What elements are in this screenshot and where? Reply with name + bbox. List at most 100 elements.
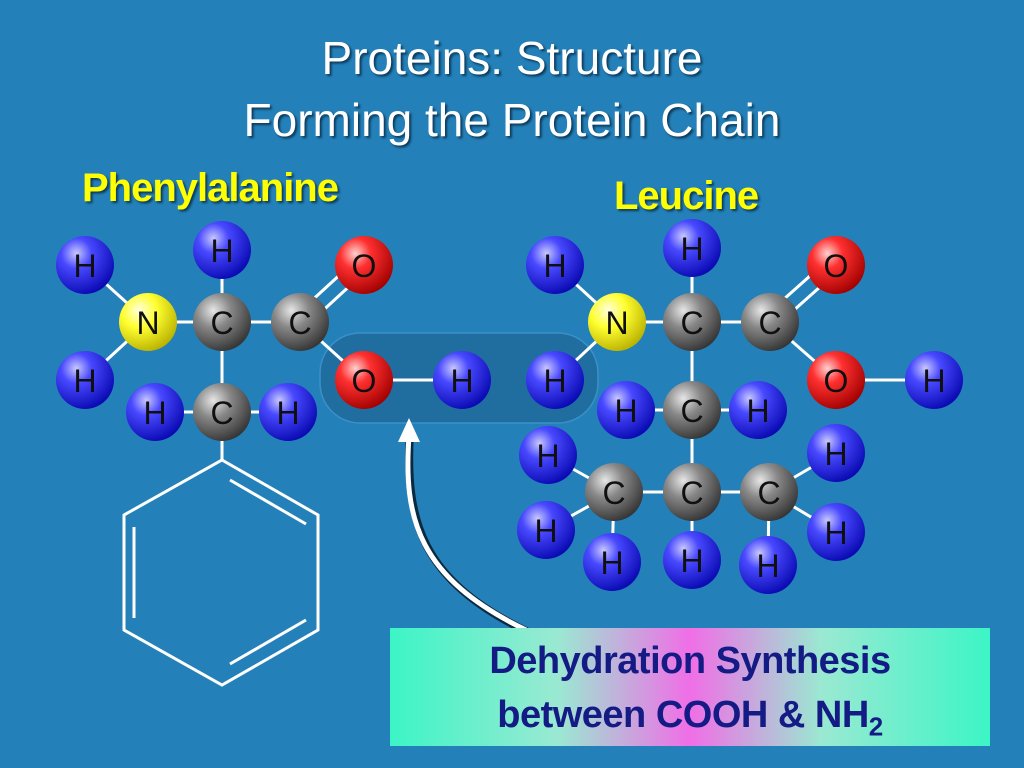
atom-label: C [680,305,703,341]
atom-label: O [352,363,377,399]
atom-sphere [519,426,577,484]
atom-label: H [543,363,566,399]
atom-label: H [450,363,473,399]
atom-label: H [922,363,945,399]
atom-label: C [210,395,233,431]
atom-label: H [756,548,779,584]
atom-sphere [517,501,575,559]
atom-h: H [905,351,963,409]
atom-label: N [605,305,628,341]
atom-c: C [271,293,329,351]
atom-sphere [526,236,584,294]
atom-sphere [193,293,251,351]
atom-c: C [741,293,799,351]
atom-h: H [807,503,865,561]
atom-sphere [729,381,787,439]
atom-sphere [739,536,797,594]
atom-c: C [663,381,721,439]
atom-c: C [585,463,643,521]
atom-h: H [259,383,317,441]
atom-h: H [517,501,575,559]
atom-sphere [585,463,643,521]
arrow-shadow [405,431,530,636]
atom-h: H [807,424,865,482]
slide-title-line-2: Forming the Protein Chain [243,94,781,146]
atom-h: H [56,236,114,294]
atom-n: N [119,293,177,351]
atom-label: H [73,363,96,399]
atom-c: C [663,293,721,351]
atom-h: H [433,351,491,409]
atom-label: H [614,393,637,429]
atom-label: H [536,438,559,474]
atom-h: H [56,351,114,409]
atom-sphere [807,236,865,294]
atom-sphere [56,351,114,409]
atom-label: O [824,248,849,284]
atom-sphere [433,351,491,409]
atom-label: O [824,363,849,399]
atom-label: H [600,545,623,581]
atom-o: O [335,351,393,409]
atom-sphere [126,383,184,441]
atom-sphere [597,381,655,439]
atom-label: O [352,248,377,284]
atom-label: C [680,393,703,429]
arrow-head [398,418,420,442]
atom-label: C [758,305,781,341]
atom-label: H [143,395,166,431]
atom-c: C [193,383,251,441]
atom-sphere [335,236,393,294]
phenylalanine-label: Phenylalanine [82,166,339,210]
atom-h: H [583,533,641,591]
atom-sphere [807,424,865,482]
atom-label: H [543,248,566,284]
atom-h: H [729,381,787,439]
atom-sphere [271,293,329,351]
atom-label: H [210,233,233,269]
atom-h: H [663,531,721,589]
atom-sphere [741,293,799,351]
atom-label: H [824,436,847,472]
atom-sphere [807,351,865,409]
atom-h: H [526,351,584,409]
atom-label: C [680,475,703,511]
atom-n: N [588,293,646,351]
atom-label: H [73,248,96,284]
atom-sphere [663,293,721,351]
atom-sphere [588,293,646,351]
atom-sphere [193,383,251,441]
atom-h: H [193,221,251,279]
atom-label: C [288,305,311,341]
atom-o: O [807,236,865,294]
atom-sphere [663,531,721,589]
dehydration-arrow [405,435,528,633]
callout-line-2-text: between COOH & NH [497,694,869,736]
atom-label: H [680,231,703,267]
atom-h: H [739,536,797,594]
atom-o: O [807,351,865,409]
atom-sphere [905,351,963,409]
atom-sphere [526,351,584,409]
atom-label: C [602,475,625,511]
atom-sphere [193,221,251,279]
leucine-label: Leucine [614,174,759,218]
atom-label: N [136,305,159,341]
atom-label: H [534,513,557,549]
atom-label: C [210,305,233,341]
dehydration-callout: Dehydration Synthesis between COOH & NH2 [390,628,990,746]
atom-sphere [663,381,721,439]
atom-label: H [746,393,769,429]
atom-h: H [519,426,577,484]
atom-sphere [740,463,798,521]
atom-c: C [193,293,251,351]
atom-h: H [526,236,584,294]
slide-title-line-1: Proteins: Structure [321,32,703,84]
atom-sphere [56,236,114,294]
atom-o: O [335,236,393,294]
atom-c: C [740,463,798,521]
atom-label: H [680,543,703,579]
